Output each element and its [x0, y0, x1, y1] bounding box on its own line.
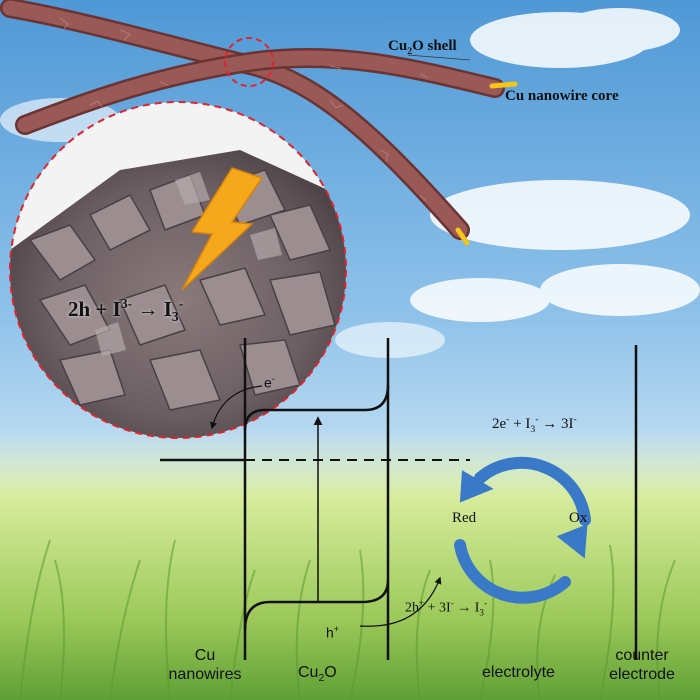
- red-label: Red: [452, 510, 477, 526]
- cu2o-nanowires: [0, 0, 505, 240]
- reduction-equation: 2e- + I3- → 3I-: [492, 414, 577, 435]
- conduction-band: [243, 384, 390, 431]
- redox-cycle-arrows-icon: [454, 456, 591, 604]
- cu2o-label: Cu2O: [298, 664, 337, 685]
- cycle-arrowhead-right: [556, 524, 588, 559]
- electron-transfer-arrow: [209, 385, 263, 430]
- electron-label: e-: [264, 374, 275, 391]
- cu-core-tip-top: [489, 81, 518, 89]
- ox-label: Ox: [569, 510, 588, 526]
- oxidation-equation: 2h+ + 3I- → I3-: [405, 598, 487, 618]
- counter-electrode-label: counter electrode: [609, 647, 675, 683]
- shell-leader-line: [407, 54, 471, 61]
- zoom-region-circle: [224, 37, 274, 87]
- grass-blades: [19, 539, 676, 700]
- electrolyte-label: electrolyte: [482, 664, 555, 681]
- inset-reaction-equation: 2h + I3- → I3-: [68, 296, 184, 325]
- sem-inset: [10, 102, 346, 438]
- inset-dashed-border: [9, 101, 347, 439]
- cu-nanowires-label: Cu nanowires: [168, 647, 242, 683]
- band-diagram: [160, 338, 638, 660]
- cu2o-shell-label: Cu2O shell: [388, 38, 457, 57]
- lightning-bolt-icon: [181, 167, 264, 291]
- cycle-arrowhead-left: [459, 470, 494, 503]
- cu-core-label: Cu nanowire core: [505, 88, 619, 104]
- cu-core-tip-bottom: [455, 227, 470, 246]
- hole-label: h+: [326, 624, 340, 641]
- hole-transfer-arrow: [359, 576, 442, 627]
- valence-band: [243, 579, 390, 631]
